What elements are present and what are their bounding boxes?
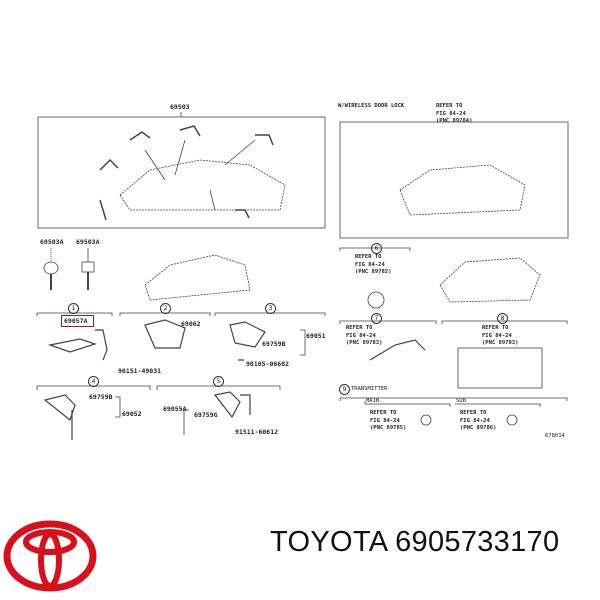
wireless-label: W/WIRELESS DOOR LOCK bbox=[338, 103, 405, 109]
section8-inner-box bbox=[457, 347, 543, 389]
part-label[interactable]: 69055A bbox=[163, 405, 187, 413]
refer-note: REFER TO FIG 84-24 (PNC 89785) bbox=[370, 410, 407, 431]
section-number: 5 bbox=[213, 376, 224, 387]
sub-label: SUB bbox=[456, 398, 466, 404]
part-label[interactable]: 69759G bbox=[194, 411, 218, 419]
refer-note: REFER TO FIG 84-24 (PNC 89703) bbox=[482, 325, 519, 346]
part-label-69503[interactable]: 69503 bbox=[170, 103, 190, 111]
part-label[interactable]: 91511-60612 bbox=[235, 428, 279, 436]
section-number: 8 bbox=[497, 313, 508, 324]
refer-note: REFER TO FIG 84-24 (PNC 89784) bbox=[436, 103, 473, 124]
section-number: 1 bbox=[68, 303, 79, 314]
main-assembly-box bbox=[37, 116, 326, 229]
refer-note: REFER TO FIG 84-24 (PNC 89782) bbox=[355, 254, 392, 275]
key-part-label[interactable]: 69503A bbox=[76, 238, 100, 246]
part-label[interactable]: 90151-49031 bbox=[118, 367, 162, 375]
section-number: 3 bbox=[265, 303, 276, 314]
refer-note: REFER TO FIG 84-24 (PNC 89783) bbox=[346, 325, 383, 346]
part-label[interactable]: 69051 bbox=[306, 332, 326, 340]
section-number: 6 bbox=[371, 243, 382, 254]
main-label: MAIN bbox=[366, 398, 380, 404]
car-outline-icon bbox=[119, 159, 286, 211]
toyota-logo-icon bbox=[3, 520, 97, 592]
highlight-box bbox=[61, 315, 94, 327]
section-number: 9 bbox=[339, 384, 350, 395]
section-number: 7 bbox=[371, 313, 382, 324]
part-label[interactable]: 69052 bbox=[122, 410, 142, 418]
brand-part-number: TOYOTA 6905733170 bbox=[270, 526, 560, 558]
part-label[interactable]: 90105-06682 bbox=[246, 360, 290, 368]
wireless-door-lock-box bbox=[339, 121, 569, 239]
refer-note: REFER TO FIG 84-24 (PNC 89786) bbox=[460, 410, 497, 431]
section9-label: TRANSMITTER bbox=[351, 386, 388, 392]
part-label[interactable]: 69062 bbox=[181, 320, 201, 328]
highlighted-part-label[interactable]: 69057A bbox=[64, 317, 88, 325]
part-label[interactable]: 69759B bbox=[262, 340, 286, 348]
part-label[interactable]: 69759B bbox=[89, 393, 113, 401]
section-number: 4 bbox=[88, 376, 99, 387]
figure-code: 678014 bbox=[545, 433, 565, 439]
key-part-label[interactable]: 69503A bbox=[40, 238, 64, 246]
section-number: 2 bbox=[160, 303, 171, 314]
